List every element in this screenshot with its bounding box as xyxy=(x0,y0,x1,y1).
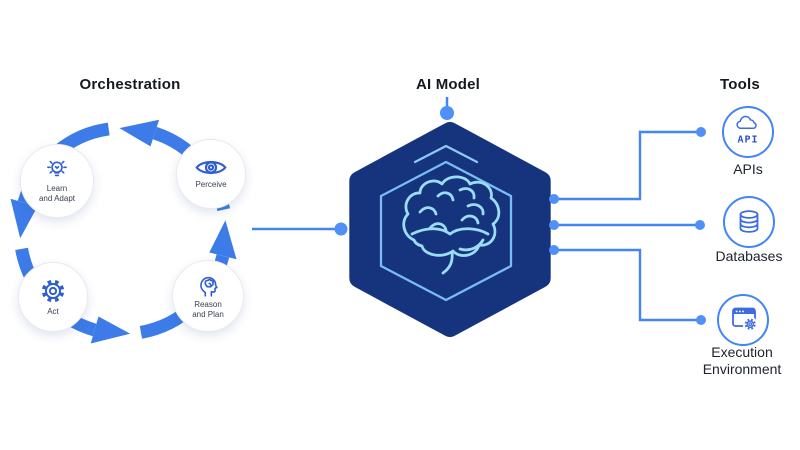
node-label-line: Perceive xyxy=(195,180,227,190)
node-perceive: Perceive xyxy=(176,139,246,209)
brain-icon xyxy=(402,175,501,275)
orchestration-title: Orchestration xyxy=(79,76,181,93)
node-label-line: Reason xyxy=(194,299,222,309)
node-label-line: and Adapt xyxy=(38,194,76,203)
connector-dot xyxy=(696,315,706,325)
connector-execution xyxy=(554,248,697,322)
connector-dot xyxy=(440,106,454,120)
arrow-up-icon xyxy=(209,220,237,260)
connector-dot xyxy=(549,245,559,255)
cloud-api-icon: API xyxy=(721,105,775,159)
arrow-down-icon xyxy=(10,198,38,239)
arrow-left-icon xyxy=(119,119,160,147)
api-icon-text: API xyxy=(737,135,758,146)
connector-dot xyxy=(549,194,559,204)
node-label-line: Act xyxy=(47,306,59,316)
databases-label: Databases xyxy=(715,248,783,264)
node-label: Perceive xyxy=(195,180,226,190)
node-label: Reason and Plan xyxy=(192,300,224,321)
node-reason-plan: Reason and Plan xyxy=(172,260,244,332)
connector-dot xyxy=(549,220,559,230)
database-icon xyxy=(722,195,776,249)
chevron-accent xyxy=(413,144,479,164)
node-label-line: and Plan xyxy=(192,310,224,319)
head-brain-icon xyxy=(200,276,218,297)
ai-model-title: AI Model xyxy=(415,76,481,93)
gear-icon xyxy=(41,279,65,302)
tool-label-line: Execution xyxy=(711,344,773,360)
node-learn-adapt: Learn and Adapt xyxy=(20,144,94,218)
execution-environment-icon xyxy=(716,293,770,347)
connector-apis xyxy=(554,130,697,201)
node-label: Act xyxy=(47,307,59,317)
arrow-right-icon xyxy=(90,316,131,344)
connector-dot xyxy=(695,220,705,230)
tools-title: Tools xyxy=(720,76,760,93)
lightbulb-icon xyxy=(47,160,67,176)
inner-hexagon-outline xyxy=(379,160,513,302)
execution-environment-label: Execution Environment xyxy=(664,344,800,378)
tool-label-line: Environment xyxy=(702,361,782,377)
connector-dot xyxy=(696,127,706,137)
connector-dot xyxy=(334,222,348,236)
apis-label: APIs xyxy=(733,161,763,177)
node-act: Act xyxy=(18,262,88,332)
node-label: Learn and Adapt xyxy=(39,184,75,205)
eye-icon xyxy=(195,161,227,175)
node-label-line: Learn xyxy=(46,183,68,193)
